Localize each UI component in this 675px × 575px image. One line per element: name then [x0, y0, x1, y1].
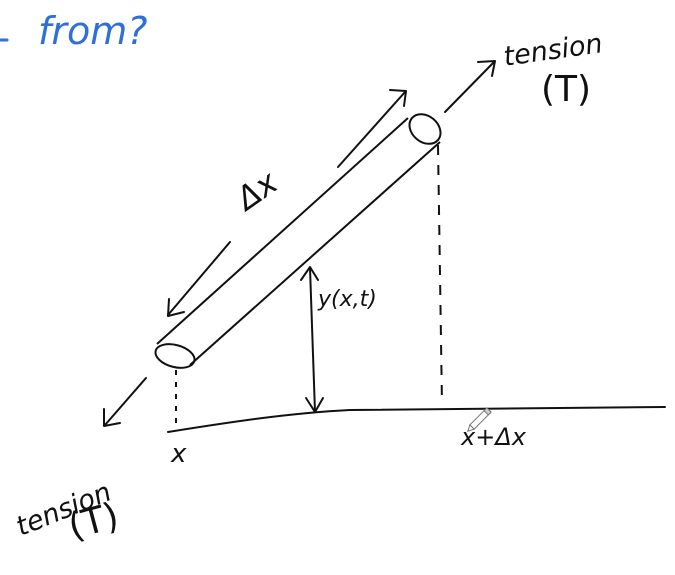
- note-text: from?: [38, 9, 147, 53]
- displacement-arrow-line: [309, 267, 316, 413]
- tension-arrow-top: [444, 60, 496, 113]
- delta-x-arrow-lower-line: [167, 241, 231, 316]
- header-note: from?: [0, 9, 147, 53]
- tension-arrow-bottom-line: [104, 377, 147, 426]
- delta-x-label: Δx: [227, 163, 286, 220]
- delta-x-arrowhead-up: [389, 89, 407, 107]
- delta-x-arrow-upper-line: [337, 91, 406, 168]
- tension-top-symbol: (T): [541, 69, 591, 110]
- tension-arrowhead-bottom: [103, 408, 121, 427]
- cylinder-top-cap: [408, 113, 442, 145]
- tension-arrow-top-line: [444, 61, 495, 113]
- cylinder-bottom-edge: [189, 141, 441, 366]
- pencil-cursor-icon: [466, 407, 492, 433]
- tension-arrowhead-top: [477, 60, 496, 77]
- string-segment: [154, 113, 442, 369]
- displacement-label: y(x,t): [317, 287, 377, 312]
- tension-arrow-bottom: [103, 377, 147, 427]
- displacement-arrowhead-down: [305, 397, 324, 413]
- tension-top-label: tension: [502, 28, 605, 73]
- dotted-line-right: [437, 144, 443, 406]
- delta-x-arrow: [167, 89, 407, 317]
- displacement-arrowhead-up: [300, 266, 319, 281]
- displacement-arrow: [300, 266, 324, 413]
- delta-x-arrowhead-down: [167, 298, 185, 317]
- cylinder-top-edge: [156, 117, 409, 345]
- cylinder-bottom-cap: [154, 343, 196, 369]
- x-left-label: x: [170, 439, 187, 469]
- ground-axis: [167, 406, 666, 433]
